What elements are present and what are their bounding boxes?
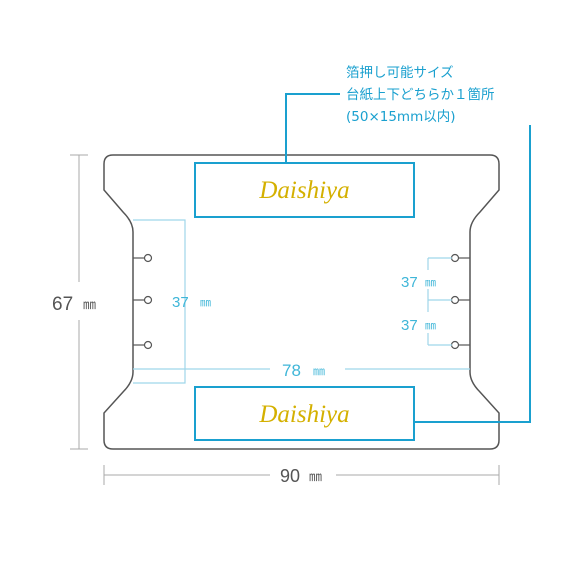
logo-top: Daishiya xyxy=(258,177,349,204)
right-hole-span-top-value: 37 xyxy=(401,274,418,291)
annotation-leader-right xyxy=(414,125,531,423)
annotation-line-3: (50×15mm以内) xyxy=(346,109,456,125)
card-outline xyxy=(103,154,500,450)
annotation-line-1: 箔押し可能サイズ xyxy=(346,65,454,81)
left-hole-span-guide xyxy=(133,219,186,384)
left-hole-1 xyxy=(143,253,153,263)
width-unit: ㎜ xyxy=(309,469,322,484)
foil-area-bottom xyxy=(194,386,415,441)
inner-width-unit: ㎜ xyxy=(313,364,325,378)
right-hole-2 xyxy=(450,295,460,305)
logo-bottom: Daishiya xyxy=(258,401,349,428)
left-hole-span-value: 37 xyxy=(172,294,189,311)
right-holes xyxy=(450,253,470,350)
left-hole-2 xyxy=(143,295,153,305)
right-hole-1 xyxy=(450,253,460,263)
annotation-line-2: 台紙上下どちらか１箇所 xyxy=(346,86,495,103)
right-hole-3 xyxy=(450,340,460,350)
inner-width-value: 78 xyxy=(282,361,301,380)
left-holes xyxy=(133,253,153,350)
width-value: 90 xyxy=(280,466,300,486)
annotation-leader-left xyxy=(285,93,340,163)
right-hole-span-guides xyxy=(427,257,452,346)
right-hole-span-bottom-unit: ㎜ xyxy=(425,320,436,332)
height-value: 67 xyxy=(52,294,73,315)
left-hole-3 xyxy=(143,340,153,350)
foil-area-top xyxy=(194,162,415,218)
right-hole-span-top-unit: ㎜ xyxy=(425,277,436,289)
height-unit: ㎜ xyxy=(83,297,96,312)
right-hole-span-bottom-value: 37 xyxy=(401,317,418,334)
left-hole-span-unit: ㎜ xyxy=(200,297,211,309)
